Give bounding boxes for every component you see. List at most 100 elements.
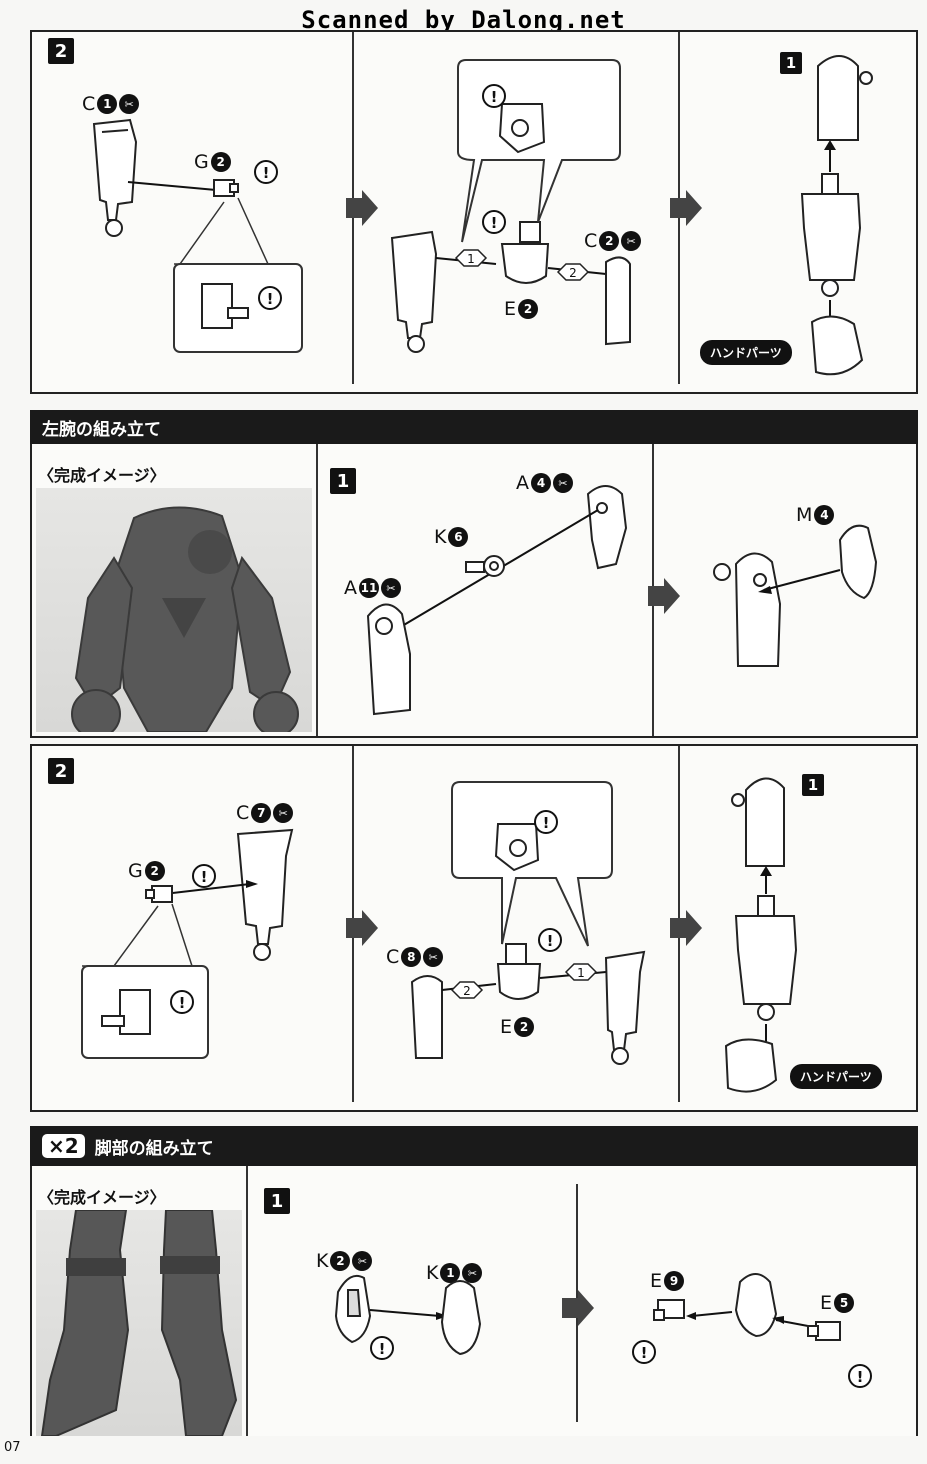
multiplier-badge: ×2 <box>42 1134 85 1158</box>
order-badge-1: 1 <box>564 963 598 981</box>
warning-icon: ! <box>254 160 278 184</box>
svg-text:!: ! <box>201 868 208 886</box>
divider <box>316 444 318 736</box>
hand-part <box>724 1038 778 1093</box>
arrow-right-icon <box>648 578 680 614</box>
sub-step-number: 1 <box>802 774 824 796</box>
section-title: 左腕の組み立て <box>42 419 161 440</box>
shoulder-part-a4 <box>586 485 628 570</box>
joint-part-e5 <box>807 1321 841 1341</box>
section-header-legs: ×2 脚部の組み立て <box>30 1126 918 1166</box>
assembly-diagram <box>366 485 878 716</box>
arm-part-c8 <box>410 975 443 1059</box>
order-badge-2: 2 <box>556 263 590 281</box>
cut-mark-icon: ✂ <box>381 578 401 598</box>
cut-mark-icon: ✂ <box>462 1263 483 1283</box>
warning-icon: ! <box>482 84 506 108</box>
cut-mark-icon: ✂ <box>352 1251 373 1271</box>
section-header-left-arm: 左腕の組み立て <box>30 410 918 444</box>
assembly-diagram: ! ! ! <box>334 1273 872 1388</box>
cut-mark-icon: ✂ <box>273 803 294 823</box>
sub-step-number: 1 <box>780 52 802 74</box>
divider <box>246 1166 248 1436</box>
svg-text:!: ! <box>179 994 186 1012</box>
warning-icon: ! <box>482 210 506 234</box>
arrow-right-icon <box>670 190 702 226</box>
knee-center-part <box>734 1273 778 1338</box>
elbow-part-e2 <box>496 943 542 1000</box>
svg-text:!: ! <box>263 164 270 182</box>
upper-arm-part <box>731 777 785 867</box>
order-badge-2: 2 <box>450 981 484 999</box>
completed-image-photo <box>36 1210 242 1436</box>
step-number: 1 <box>264 1188 290 1214</box>
upper-arm-part-a11 <box>366 603 411 716</box>
knee-armor-k1 <box>440 1280 482 1356</box>
svg-text:!: ! <box>491 88 498 106</box>
joint-part-k6 <box>465 555 505 577</box>
svg-text:1: 1 <box>467 252 475 266</box>
joint-detail <box>498 103 546 154</box>
warning-icon: ! <box>370 1336 394 1360</box>
image-label: 〈完成イメージ〉 <box>38 466 166 485</box>
hand-parts-badge: ハンドパーツ <box>700 340 792 365</box>
step-number: 1 <box>330 468 356 494</box>
svg-text:!: ! <box>547 932 554 950</box>
elbow-part-e2 <box>500 221 550 284</box>
watermark: Scanned by Dalong.net <box>301 6 626 34</box>
svg-text:!: ! <box>379 1340 386 1358</box>
image-label: 〈完成イメージ〉 <box>38 1188 166 1207</box>
warning-icon: ! <box>258 286 282 310</box>
hand-part <box>810 315 864 376</box>
arrow-right-icon <box>670 910 702 946</box>
warning-icon: ! <box>192 864 216 888</box>
armor-part-m4 <box>838 524 878 600</box>
step-number: 2 <box>48 758 74 784</box>
warning-icon: ! <box>848 1364 872 1388</box>
arm-part-c1-mid <box>390 230 438 353</box>
section-title: 脚部の組み立て <box>94 1138 214 1159</box>
svg-text:!: ! <box>267 290 274 308</box>
joint-part-e9 <box>653 1299 685 1321</box>
knee-part-k2 <box>334 1274 372 1344</box>
svg-text:2: 2 <box>463 984 471 998</box>
upper-arm-part <box>817 55 873 141</box>
joint-detail <box>494 823 540 872</box>
order-badge-1: 1 <box>454 249 488 267</box>
page-number: 07 <box>4 1440 21 1455</box>
forearm-part <box>734 895 798 1021</box>
arrow-right-icon <box>346 190 378 226</box>
joint-part-g2 <box>145 885 173 903</box>
cut-mark-icon: ✂ <box>621 231 642 251</box>
arm-part-c2 <box>605 256 631 346</box>
forearm-part <box>800 173 862 297</box>
svg-text:!: ! <box>641 1344 648 1362</box>
warning-icon: ! <box>170 990 194 1014</box>
cut-mark-icon: ✂ <box>423 947 444 967</box>
upper-arm-assembled <box>713 552 782 667</box>
completed-image-photo <box>36 488 312 732</box>
assembly-diagram: 1 2 ! ! ! ! <box>92 55 873 376</box>
forearm-part-c7 <box>236 828 294 961</box>
arrow-right-icon <box>562 1290 594 1326</box>
step-number: 2 <box>48 38 74 64</box>
joint-part-g2 <box>213 179 239 197</box>
arm-part-c7-mid <box>604 950 646 1065</box>
